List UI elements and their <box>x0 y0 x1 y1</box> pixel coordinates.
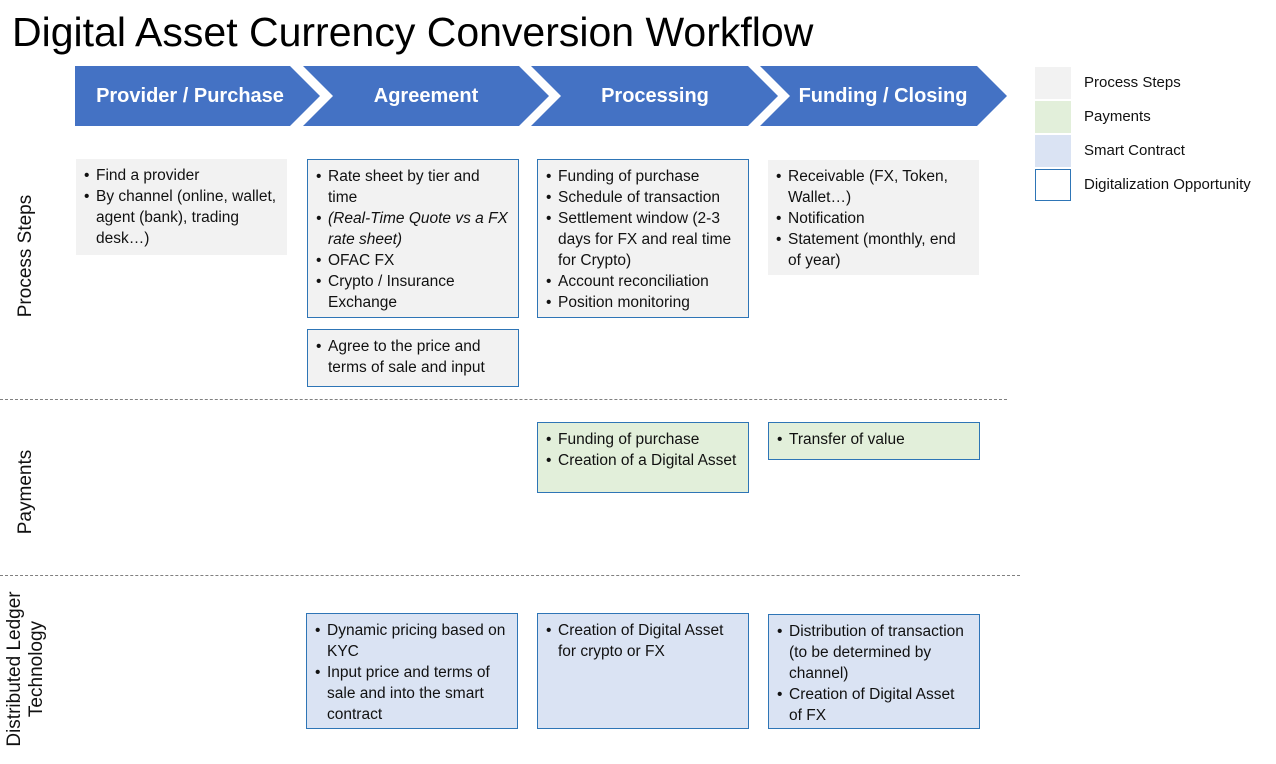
bullet-item: Funding of purchase <box>546 166 740 187</box>
lane-label-payments: Payments <box>15 449 36 535</box>
bullet-item: Rate sheet by tier and time <box>316 166 510 208</box>
bullet-item: Creation of a Digital Asset <box>546 450 740 471</box>
legend-swatch-payments <box>1035 101 1071 133</box>
legend-label-digitalization-opportunity: Digitalization Opportunity <box>1084 176 1251 193</box>
bullet-item: Input price and terms of sale and into t… <box>315 662 509 725</box>
bullet-item: Funding of purchase <box>546 429 740 450</box>
box-agreement-dlt: Dynamic pricing based on KYCInput price … <box>306 613 518 729</box>
lane-label-process-steps: Process Steps <box>15 194 36 318</box>
legend-label-process-steps: Process Steps <box>1084 74 1181 91</box>
box-funding-process: Receivable (FX, Token, Wallet…)Notificat… <box>768 160 979 275</box>
bullet-item: Transfer of value <box>777 429 971 450</box>
bullet-item: (Real-Time Quote vs a FX rate sheet) <box>316 208 510 250</box>
lane-separator-1 <box>0 399 1007 400</box>
stage-label-provider: Provider / Purchase <box>96 85 284 107</box>
bullet-item: Schedule of transaction <box>546 187 740 208</box>
box-processing-process: Funding of purchaseSchedule of transacti… <box>537 159 749 318</box>
stage-label-funding: Funding / Closing <box>798 85 968 107</box>
lane-label-dlt: Distributed Ledger Technology <box>4 591 47 747</box>
lane-separator-2 <box>0 575 1020 576</box>
bullet-item: By channel (online, wallet, agent (bank)… <box>84 186 279 249</box>
stage-arrow-provider <box>75 66 320 126</box>
bullet-item: Crypto / Insurance Exchange <box>316 271 510 313</box>
box-agreement-process-1: Rate sheet by tier and time(Real-Time Qu… <box>307 159 519 318</box>
box-processing-payments: Funding of purchaseCreation of a Digital… <box>537 422 749 493</box>
bullet-item: Account reconciliation <box>546 271 740 292</box>
bullet-item: Statement (monthly, end of year) <box>776 229 971 271</box>
bullet-item: Find a provider <box>84 165 279 186</box>
stage-arrow-funding <box>760 66 1007 126</box>
legend-swatch-process-steps <box>1035 67 1071 99</box>
stage-label-agreement: Agreement <box>373 85 479 107</box>
bullet-item: OFAC FX <box>316 250 510 271</box>
bullet-item: Receivable (FX, Token, Wallet…) <box>776 166 971 208</box>
bullet-item: Dynamic pricing based on KYC <box>315 620 509 662</box>
bullet-item: Agree to the price and terms of sale and… <box>316 336 510 378</box>
legend-label-payments: Payments <box>1084 108 1151 125</box>
box-funding-dlt: Distribution of transaction (to be deter… <box>768 614 980 729</box>
legend-label-smart-contract: Smart Contract <box>1084 142 1185 159</box>
bullet-item: Position monitoring <box>546 292 740 313</box>
bullet-item: Notification <box>776 208 971 229</box>
bullet-item: Settlement window (2-3 days for FX and r… <box>546 208 740 271</box>
box-processing-dlt: Creation of Digital Asset for crypto or … <box>537 613 749 729</box>
bullet-item: Creation of Digital Asset for crypto or … <box>546 620 740 662</box>
stage-label-processing: Processing <box>601 85 709 107</box>
stage-arrow-processing <box>531 66 778 126</box>
bullet-item: Distribution of transaction (to be deter… <box>777 621 971 684</box>
stage-arrows <box>75 66 1007 126</box>
box-agreement-process-2: Agree to the price and terms of sale and… <box>307 329 519 387</box>
page-title: Digital Asset Currency Conversion Workfl… <box>12 9 814 55</box>
stage-arrow-agreement <box>303 66 549 126</box>
box-funding-payments: Transfer of value <box>768 422 980 460</box>
bullet-item: Creation of Digital Asset of FX <box>777 684 971 726</box>
legend-swatch-digitalization-opportunity <box>1035 169 1071 201</box>
legend-swatch-smart-contract <box>1035 135 1071 167</box>
box-provider-process: Find a providerBy channel (online, walle… <box>76 159 287 255</box>
